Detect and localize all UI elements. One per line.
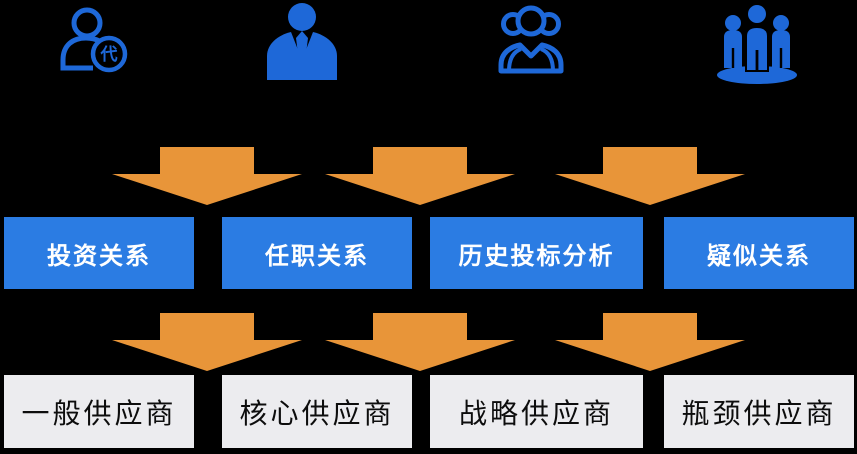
supplier-label: 一般供应商 (21, 398, 177, 430)
relation-label: 疑似关系 (707, 243, 811, 270)
agent-person-icon: 代 (60, 7, 128, 73)
supplier-box-bottleneck: 瓶颈供应商 (664, 375, 854, 448)
supplier-box-core: 核心供应商 (222, 375, 412, 448)
supplier-label: 战略供应商 (458, 398, 614, 430)
relation-box-investment: 投资关系 (4, 217, 194, 289)
down-arrow (555, 313, 745, 371)
businessman-icon (267, 3, 337, 80)
down-arrow (112, 313, 302, 371)
down-arrow (325, 313, 515, 371)
relation-label: 投资关系 (47, 243, 151, 270)
people-group-icon (717, 3, 797, 84)
member-person-icon (498, 5, 564, 74)
relation-box-employment: 任职关系 (222, 217, 412, 289)
supplier-label: 核心供应商 (239, 398, 395, 430)
relation-label: 历史投标分析 (458, 243, 615, 270)
down-arrow (555, 147, 745, 205)
supplier-box-general: 一般供应商 (4, 375, 194, 448)
agent-badge-text: 代 (100, 44, 118, 64)
relation-label: 任职关系 (265, 243, 369, 270)
supplier-label: 瓶颈供应商 (681, 398, 837, 430)
down-arrow (325, 147, 515, 205)
supplier-box-strategic: 战略供应商 (430, 375, 643, 448)
relation-box-suspected: 疑似关系 (664, 217, 854, 289)
relation-box-bid-history: 历史投标分析 (430, 217, 643, 289)
down-arrow (112, 147, 302, 205)
